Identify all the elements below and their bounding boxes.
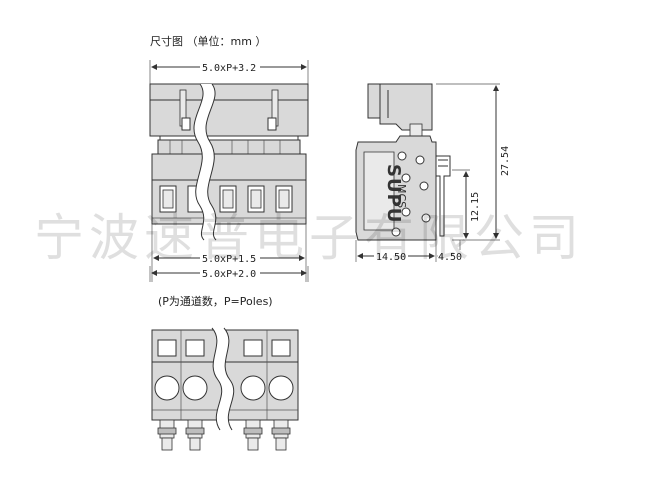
pin-hole-4 xyxy=(419,181,429,191)
break-line xyxy=(193,84,216,240)
dim-pin-label: 12.15 xyxy=(470,192,481,222)
side-view: SUPU MCS 27.54 12.15 14.50 4.50 xyxy=(355,83,511,263)
wire-entry-1 xyxy=(154,375,180,401)
dim-mid-label: 5.0xP+1.5 xyxy=(202,254,256,265)
pin-hole-5 xyxy=(401,207,411,217)
drawing-title: 尺寸图 （单位：mm ） xyxy=(150,34,266,48)
release-slot-3 xyxy=(243,339,263,357)
side-plug xyxy=(367,83,433,131)
poles-note: (P为通道数，P=Poles) xyxy=(158,294,273,308)
pin-hole-6 xyxy=(421,213,431,223)
front-view: 5.0xP+3.2 xyxy=(149,60,309,282)
wire-entry-3 xyxy=(240,375,266,401)
release-slot-2 xyxy=(185,339,205,357)
pin-3 xyxy=(243,419,263,451)
watermark: 宁波速普电子有限公司 xyxy=(34,209,584,267)
dim-pin-offset-label: 4.50 xyxy=(438,252,462,263)
wire-entry-2 xyxy=(182,375,208,401)
solder-pin xyxy=(435,155,451,237)
break-line-bottom xyxy=(212,328,234,430)
contact-band xyxy=(157,139,301,155)
pin-1 xyxy=(157,419,177,451)
plug-housing xyxy=(149,83,309,137)
bottom-view xyxy=(151,327,299,451)
release-slot-1 xyxy=(157,339,177,357)
pin-4 xyxy=(271,419,291,451)
pin-hole-1 xyxy=(397,151,407,161)
model-text: MCS xyxy=(395,184,408,208)
pin-hole-2 xyxy=(415,155,425,165)
pin-2 xyxy=(185,419,205,451)
brand-text: SUPU xyxy=(383,164,404,223)
pin-hole-3 xyxy=(401,173,411,183)
latch-right xyxy=(267,117,277,131)
pin-hole-7 xyxy=(391,227,401,237)
dim-body-width-label: 14.50 xyxy=(376,252,406,263)
wire-entry-4 xyxy=(268,375,294,401)
release-slot-4 xyxy=(271,339,291,357)
dim-height-label: 27.54 xyxy=(500,146,511,176)
dim-top-label: 5.0xP+3.2 xyxy=(202,63,256,74)
dim-bottom-label: 5.0xP+2.0 xyxy=(202,269,256,280)
latch-left xyxy=(181,117,191,131)
